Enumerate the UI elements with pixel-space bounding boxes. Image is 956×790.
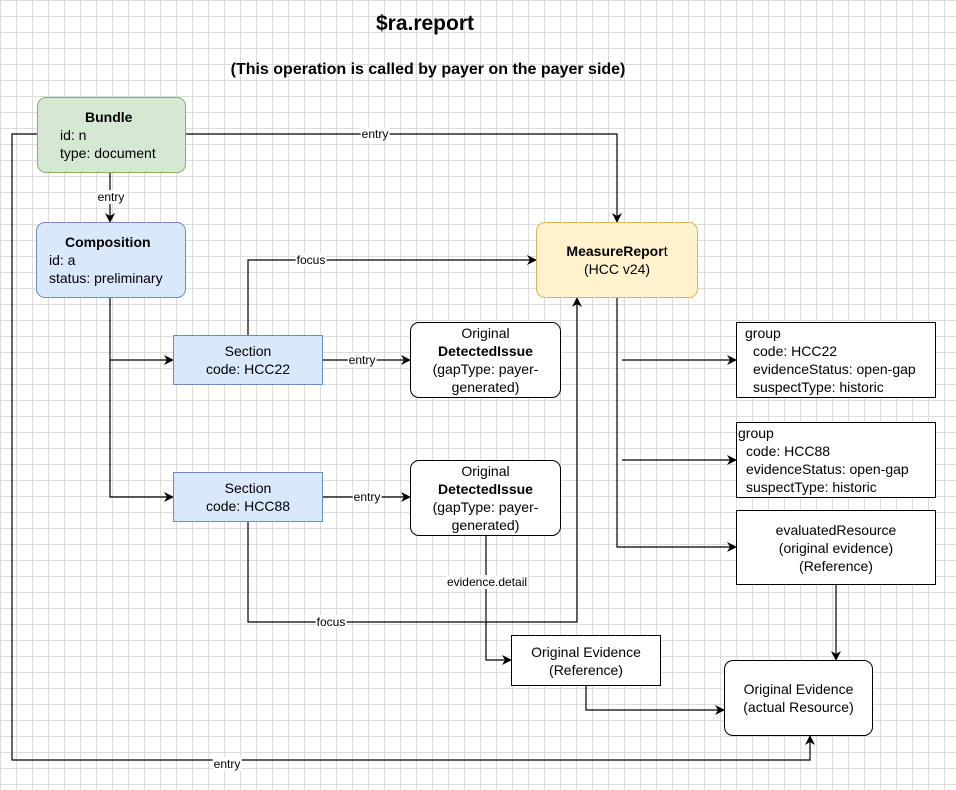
edge-label-entry: entry (347, 353, 377, 367)
edge-measure-evaluated (616, 298, 737, 552)
node-name: Composition (65, 234, 151, 250)
edge-label-focus: focus (295, 253, 327, 267)
edge-composition-section22 (109, 298, 174, 365)
node-detail: suspectType: historic (746, 479, 877, 495)
edge-label-focus: focus (315, 615, 347, 629)
node-name: evaluatedResource (775, 521, 897, 538)
node-name: Bundle (85, 109, 133, 125)
node-detail: suspectType: historic (753, 379, 884, 395)
edge-reference-actual (585, 686, 725, 715)
node-section-hcc22: Section code: HCC22 (173, 335, 323, 385)
edge-section-focus-top (247, 255, 537, 335)
edge-bundle-measurereport (186, 133, 622, 223)
node-detail: (gapType: payer- (432, 361, 539, 377)
node-detail: code: HCC22 (205, 361, 291, 377)
node-detail: (actual Resource) (743, 699, 854, 715)
node-name: MeasureReport (566, 242, 667, 260)
edge-label-entry: entry (96, 190, 126, 204)
node-evidence-actual: Original Evidence (actual Resource) (724, 660, 873, 736)
edge-label-entry: entry (360, 127, 390, 141)
node-name-rest: t (663, 243, 668, 259)
node-detail: code: HCC88 (746, 443, 831, 459)
node-detail: code: HCC22 (753, 343, 838, 359)
node-detail: code: HCC88 (205, 498, 291, 514)
edge-issue-evidence (485, 535, 512, 665)
diagram-title: $ra.report (375, 12, 475, 35)
node-detail: (gapType: payer- (432, 499, 539, 515)
node-detail: (Reference) (799, 557, 873, 574)
node-name: group (745, 325, 781, 341)
node-detail: id: n (60, 127, 87, 143)
node-name: group (738, 425, 774, 441)
edge-label-entry: entry (212, 757, 242, 771)
node-evaluated-resource: evaluatedResource (original evidence) (R… (736, 510, 936, 585)
node-detected-issue-1: Original DetectedIssue (gapType: payer- … (410, 322, 561, 398)
node-evidence-reference: Original Evidence (Reference) (511, 635, 661, 686)
node-measure-report: MeasureReport (HCC v24) (536, 222, 698, 298)
node-detail: type: document (60, 145, 156, 161)
node-bundle: Bundle id: n type: document (37, 97, 186, 173)
node-detail: generated) (451, 517, 520, 533)
diagram-subtitle: (This operation is called by payer on th… (230, 61, 626, 78)
node-name: DetectedIssue (438, 343, 533, 359)
node-detail: (Reference) (549, 661, 623, 678)
node-detail: evidenceStatus: open-gap (753, 361, 916, 377)
node-detail: evidenceStatus: open-gap (746, 461, 909, 477)
node-composition: Composition id: a status: preliminary (36, 222, 186, 298)
edge-label-evidence-detail: evidence.detail (445, 575, 529, 589)
node-detail: (original evidence) (778, 539, 894, 556)
node-detected-issue-2: Original DetectedIssue (gapType: payer- … (410, 460, 561, 536)
node-detail: id: a (49, 252, 76, 268)
node-detail: Original (461, 325, 510, 341)
edge-bundle-actual (11, 133, 815, 761)
node-name: Section (224, 343, 272, 359)
node-name: Section (224, 480, 272, 496)
node-name-bold: MeasureRepor (566, 243, 664, 259)
edge-section-focus-bottom (247, 297, 582, 623)
node-name: Original Evidence (531, 643, 641, 660)
edge-composition-section88 (109, 360, 174, 502)
node-name: Original Evidence (743, 681, 854, 697)
node-detail: (HCC v24) (583, 261, 651, 277)
node-section-hcc88: Section code: HCC88 (173, 472, 323, 522)
node-group-hcc88: group code: HCC88 evidenceStatus: open-g… (736, 422, 936, 498)
node-detail: Original (461, 463, 510, 479)
node-detail: status: preliminary (49, 270, 163, 286)
node-detail: generated) (451, 379, 520, 395)
edge-label-entry: entry (352, 490, 382, 504)
node-group-hcc22: group code: HCC22 evidenceStatus: open-g… (736, 322, 936, 398)
node-name: DetectedIssue (438, 481, 533, 497)
